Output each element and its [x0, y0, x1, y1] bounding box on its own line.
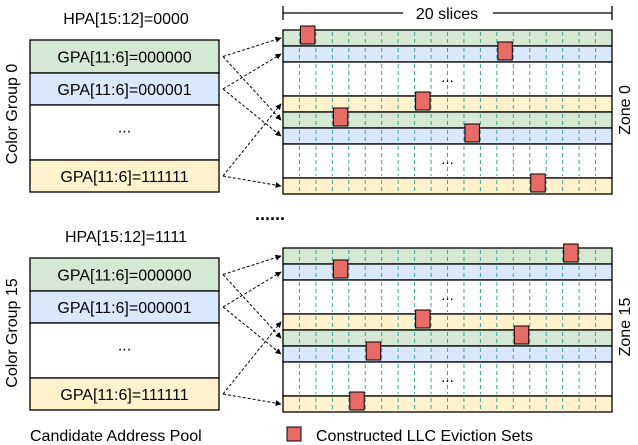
- eviction-set-cell: [349, 391, 365, 411]
- eviction-set-cell: [415, 91, 431, 111]
- zone-row-ellipsis: ...: [441, 69, 454, 86]
- gpa-row-1-3: [29, 377, 220, 411]
- mapping-arrow: [222, 36, 282, 57]
- color-group-label-0: Color Group 0: [4, 64, 21, 165]
- gpa-ellipsis: ...: [118, 120, 131, 137]
- eviction-set-cell: [497, 41, 513, 61]
- zone-label-0: Zone 0: [617, 85, 634, 135]
- slices-bracket: [282, 6, 613, 20]
- zone-row-ellipsis: ...: [441, 287, 454, 304]
- mapping-arrow: [222, 306, 282, 355]
- mapping-arrow: [222, 254, 282, 275]
- legend-eviction-label: Constructed LLC Eviction Sets: [316, 428, 533, 445]
- gpa-row-1-0: [29, 257, 220, 292]
- slices-label: 20 slices: [416, 6, 478, 23]
- gpa-row-label: GPA[11:6]=111111: [60, 387, 188, 404]
- eviction-set-cell: [563, 243, 579, 263]
- gpa-row-label: GPA[11:6]=111111: [60, 169, 188, 186]
- mapping-arrow: [222, 88, 282, 137]
- gpa-row-label: GPA[11:6]=000000: [57, 50, 191, 67]
- mapping-arrow: [222, 393, 282, 407]
- eviction-set-cell: [332, 259, 349, 279]
- legend-eviction-swatch: [286, 426, 302, 442]
- color-group-label-15: Color Group 15: [4, 278, 21, 387]
- gpa-ellipsis: ...: [118, 338, 131, 355]
- gpa-row-0-2: [29, 104, 220, 161]
- mapping-arrow: [222, 53, 282, 90]
- between-groups-ellipsis: ......: [255, 204, 285, 224]
- gpa-row-1-1: [29, 290, 220, 324]
- gpa-row-0-0: [29, 39, 220, 74]
- eviction-set-cell: [365, 341, 382, 361]
- eviction-set-cell: [415, 309, 431, 329]
- zone-row-ellipsis: ...: [441, 151, 454, 168]
- hpa-label-group-0: HPA[15:12]=0000: [63, 11, 189, 28]
- zone-label-15: Zone 15: [617, 298, 634, 357]
- eviction-set-cell: [299, 25, 316, 45]
- gpa-row-label: GPA[11:6]=000001: [57, 300, 191, 317]
- mapping-arrow: [222, 321, 282, 395]
- mapping-arrow: [222, 175, 282, 189]
- eviction-set-cell: [332, 107, 349, 127]
- mapping-arrow: [222, 271, 282, 308]
- legend-pool-label: Candidate Address Pool: [30, 428, 202, 445]
- eviction-set-cell: [464, 123, 480, 143]
- mapping-arrow: [222, 103, 282, 177]
- gpa-row-label: GPA[11:6]=000000: [57, 268, 191, 285]
- mapping-arrow: [222, 274, 282, 339]
- eviction-set-cell: [513, 325, 530, 345]
- mapping-arrow: [222, 56, 282, 121]
- hpa-label-group-15: HPA[15:12]=1111: [65, 229, 187, 246]
- eviction-set-cell: [530, 173, 546, 193]
- zone-row-ellipsis: ...: [441, 369, 454, 386]
- generated-shapes: GPA[11:6]=000000GPA[11:6]=000001...GPA[1…: [29, 25, 613, 413]
- gpa-row-1-2: [29, 322, 220, 379]
- gpa-row-label: GPA[11:6]=000001: [57, 82, 191, 99]
- gpa-row-0-3: [29, 159, 220, 193]
